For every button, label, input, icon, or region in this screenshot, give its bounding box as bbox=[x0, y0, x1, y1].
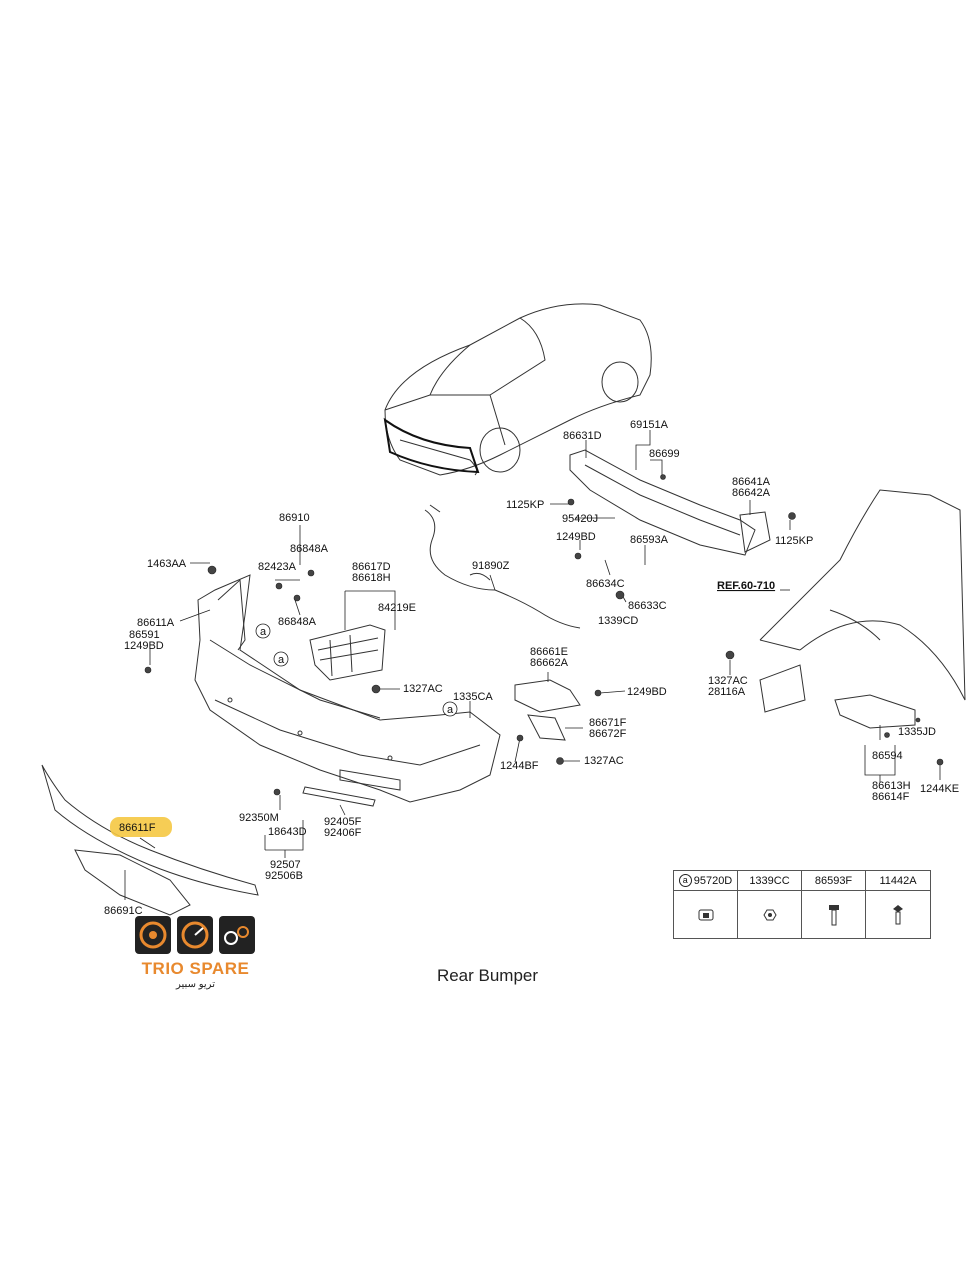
label-1327AC-a: 1327AC bbox=[403, 683, 443, 695]
label-1244BF: 1244BF bbox=[500, 760, 539, 772]
lower-lip-illustration bbox=[41, 764, 259, 896]
label-86661E: 86661E bbox=[530, 646, 568, 658]
label-86631D: 86631D bbox=[563, 430, 602, 442]
label-82423A: 82423A bbox=[258, 561, 297, 573]
legend-marker: a bbox=[678, 874, 692, 887]
legend-bolt-icon bbox=[802, 891, 866, 938]
label-86614F: 86614F bbox=[872, 791, 910, 803]
legend-header-label: 95720D bbox=[693, 874, 733, 887]
label-86613H: 86613H bbox=[872, 780, 911, 792]
label-86641A: 86641A bbox=[732, 476, 771, 488]
callout-a-2: a bbox=[278, 654, 285, 666]
label-18643D: 18643D bbox=[268, 826, 307, 838]
label-92350M: 92350M bbox=[239, 812, 279, 824]
brand-name: TRIO SPARE bbox=[141, 959, 250, 978]
label-1339CD: 1339CD bbox=[598, 615, 638, 627]
label-86671F: 86671F bbox=[589, 717, 627, 729]
label-86910: 86910 bbox=[279, 512, 310, 524]
quarter-panel-reference-illustration bbox=[759, 489, 966, 701]
callout-a-1: a bbox=[260, 626, 267, 638]
label-92507: 92507 bbox=[270, 859, 301, 871]
label-1125KP-b: 1125KP bbox=[775, 535, 813, 547]
label-95420J: 95420J bbox=[562, 513, 598, 525]
label-1249BD-a: 1249BD bbox=[556, 531, 596, 543]
label-1125KP-a: 1125KP bbox=[506, 499, 544, 511]
highlight-marker bbox=[110, 817, 172, 837]
label-86642A: 86642A bbox=[732, 487, 771, 499]
label-1249BD-b: 1249BD bbox=[124, 640, 164, 652]
legend-header-11442A: 11442A bbox=[866, 871, 930, 891]
label-86672F: 86672F bbox=[589, 728, 627, 740]
legend-clip-icon bbox=[674, 891, 738, 938]
label-86634C: 86634C bbox=[586, 578, 625, 590]
label-86633C: 86633C bbox=[628, 600, 667, 612]
diffuser-panel-illustration bbox=[74, 849, 191, 916]
leader-lines bbox=[124, 430, 941, 900]
label-86594: 86594 bbox=[872, 750, 903, 762]
legend-screw-icon bbox=[866, 891, 930, 938]
legend-header-86593F: 86593F bbox=[802, 871, 866, 891]
label-86699: 86699 bbox=[649, 448, 680, 460]
label-92405F: 92405F bbox=[324, 816, 362, 828]
label-86618H: 86618H bbox=[352, 572, 391, 584]
label-1327AC-c: 1327AC bbox=[708, 675, 748, 687]
label-ref-60-710: REF.60-710 bbox=[717, 580, 775, 592]
legend-nut-icon bbox=[738, 891, 802, 938]
label-86611F: 86611F bbox=[119, 822, 156, 834]
label-92406F: 92406F bbox=[324, 827, 362, 839]
fastener-glyphs bbox=[144, 474, 944, 796]
label-1335CA: 1335CA bbox=[453, 691, 493, 703]
label-86611A: 86611A bbox=[137, 617, 175, 629]
reflector-lamp-illustration bbox=[514, 679, 581, 741]
energy-absorber-illustration bbox=[309, 624, 386, 681]
label-28116A: 28116A bbox=[708, 686, 746, 698]
side-bracket-illustration bbox=[759, 664, 916, 729]
label-86593A: 86593A bbox=[630, 534, 669, 546]
legend-header-1339CC: 1339CC bbox=[738, 871, 802, 891]
sensor-wiring-harness-illustration bbox=[424, 504, 581, 629]
label-1335JD: 1335JD bbox=[898, 726, 936, 738]
brand-logo-icons bbox=[135, 916, 255, 954]
bumper-beam-illustration bbox=[569, 449, 771, 556]
label-86848A-a: 86848A bbox=[290, 543, 329, 555]
diagram-caption: Rear Bumper bbox=[436, 966, 539, 985]
part-labels: 69151A 86631D 86699 86641A 86642A 1125KP… bbox=[104, 419, 959, 917]
rear-bumper-cover-illustration bbox=[194, 574, 501, 803]
label-86691C: 86691C bbox=[104, 905, 143, 917]
label-86591: 86591 bbox=[129, 629, 160, 641]
label-91890Z: 91890Z bbox=[472, 560, 510, 572]
label-86617D: 86617D bbox=[352, 561, 391, 573]
label-1244KE: 1244KE bbox=[920, 783, 959, 795]
label-86662A: 86662A bbox=[530, 657, 569, 669]
label-69151A: 69151A bbox=[630, 419, 669, 431]
callout-a-3: a bbox=[447, 704, 454, 716]
label-86848A-b: 86848A bbox=[278, 616, 317, 628]
brand-logo: TRIO SPARE تريو سبير bbox=[133, 913, 258, 993]
brand-name-arabic: تريو سبير bbox=[176, 979, 215, 990]
reflector-strip-illustration bbox=[302, 786, 376, 807]
label-84219E: 84219E bbox=[378, 602, 416, 614]
callout-markers: a a a bbox=[255, 623, 458, 717]
label-1327AC-b: 1327AC bbox=[584, 755, 624, 767]
car-overview-illustration bbox=[383, 303, 652, 476]
label-1463AA: 1463AA bbox=[147, 558, 187, 570]
label-92506B: 92506B bbox=[265, 870, 303, 882]
label-1249BD-c: 1249BD bbox=[627, 686, 667, 698]
